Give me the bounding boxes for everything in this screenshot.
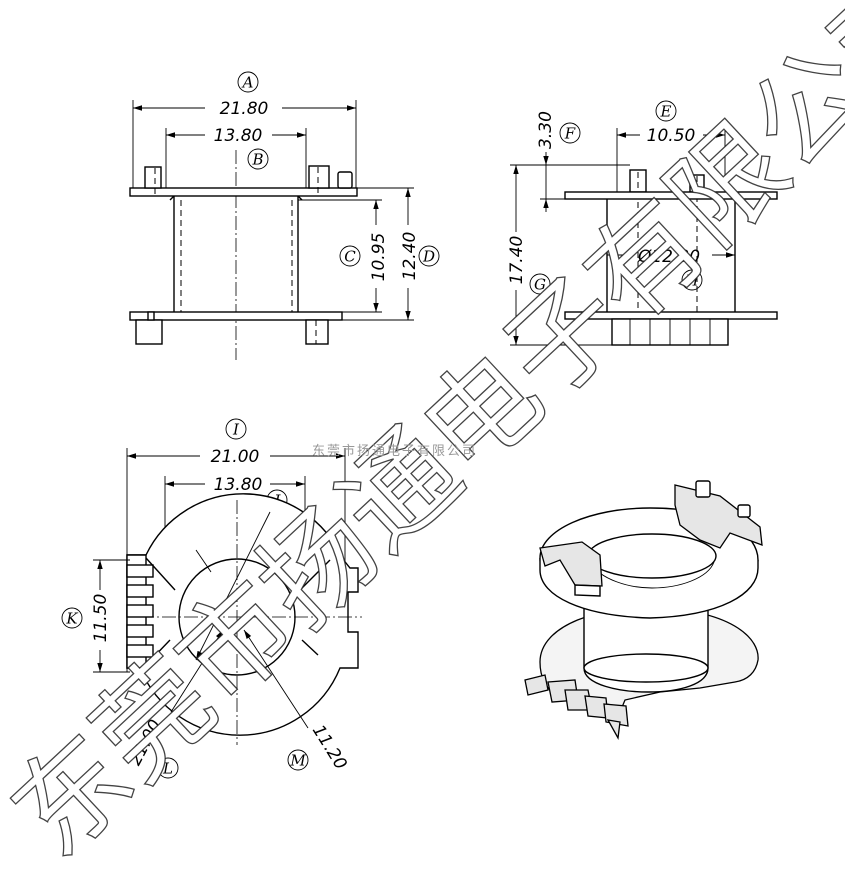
front-label-a: A (241, 74, 254, 92)
side-label-g: G (534, 276, 546, 294)
front-label-c: C (344, 248, 356, 266)
isometric-view (524, 480, 763, 741)
side-dim-core-diameter: Ø12.30 (637, 247, 700, 267)
front-label-b: B (251, 151, 263, 169)
side-dim-pin-height: 3.30 (536, 111, 556, 149)
top-label-k: K (65, 610, 78, 628)
top-dim-flange-width: 21.00 (211, 447, 260, 467)
top-dim-hole-diameter: 11.20 (308, 721, 351, 773)
front-dim-winding-height: 10.95 (369, 233, 389, 282)
watermark-small: 东莞市扬通电子有限公司 (312, 443, 477, 459)
side-view: 10.50 E 3.30 F 17.40 (507, 100, 778, 346)
front-dim-flange-height: 12.40 (400, 232, 420, 281)
side-dim-top-width: 10.50 (647, 126, 696, 146)
top-label-i: I (232, 421, 240, 439)
front-dim-inner: 13.80 (214, 126, 263, 146)
top-dim-bore: 13.80 (214, 475, 263, 495)
top-dim-pin-span: 11.50 (91, 594, 111, 643)
side-label-f: F (564, 125, 576, 143)
side-label-h: H (684, 272, 699, 290)
top-label-m: M (289, 752, 306, 770)
front-dim-overall: 21.80 (220, 99, 269, 119)
top-label-l: L (162, 760, 173, 778)
front-label-d: D (422, 248, 435, 266)
side-label-e: E (660, 103, 672, 121)
side-dim-total-height: 17.40 (507, 236, 527, 285)
front-view: 21.80 A 13.80 B (129, 71, 440, 360)
